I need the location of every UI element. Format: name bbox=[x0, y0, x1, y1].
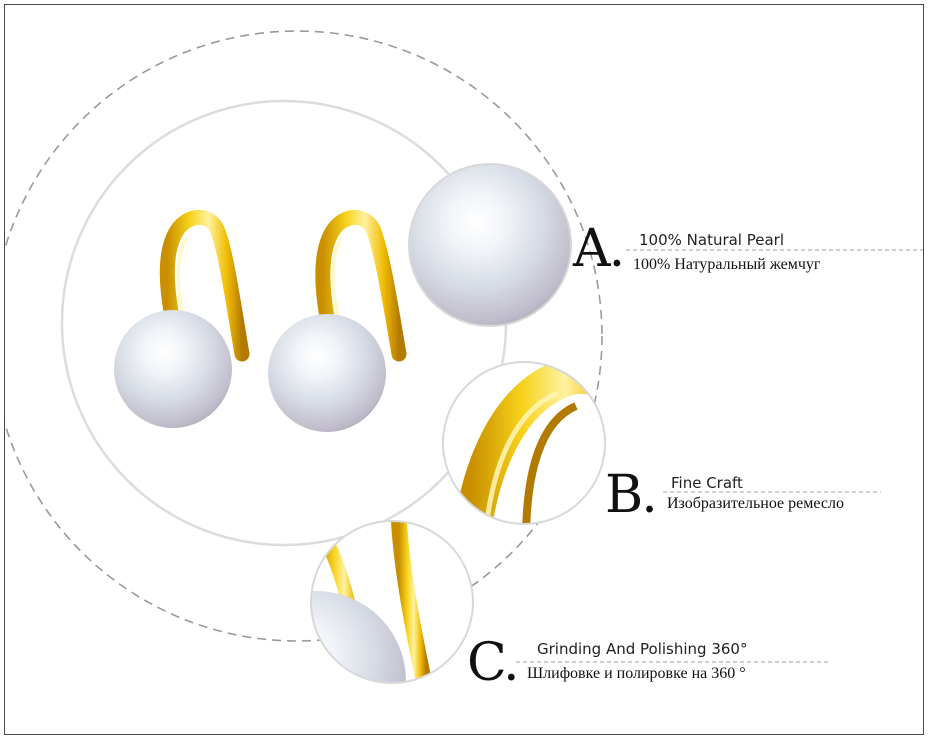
feature-title-en-a: 100% Natural Pearl bbox=[639, 231, 785, 249]
feature-letter-c: C. bbox=[467, 633, 519, 693]
hook-and-pearl-closeup bbox=[310, 520, 474, 684]
feature-letter-a: A. bbox=[573, 219, 625, 279]
product-feature-banner: A. 100% Natural Pearl 100% Натуральный ж… bbox=[4, 4, 924, 735]
inner-ring-circle bbox=[60, 99, 508, 547]
feature-letter-b: B. bbox=[605, 465, 658, 525]
feature-title-en-b: Fine Craft bbox=[671, 474, 743, 492]
feature-title-ru-b: Изобразительное ремесло bbox=[667, 495, 844, 512]
feature-title-ru-a: 100% Натуральный жемчуг bbox=[633, 256, 821, 273]
dashed-orbit-circle bbox=[5, 30, 603, 642]
hook-closeup bbox=[442, 361, 606, 525]
feature-title-en-c: Grinding And Polishing 360° bbox=[537, 640, 748, 658]
earring-right bbox=[268, 209, 407, 432]
product-illustration bbox=[5, 30, 923, 684]
earring-left bbox=[114, 209, 250, 428]
pearl-closeup bbox=[408, 163, 572, 327]
pearl-earrings-pair bbox=[114, 209, 407, 432]
feature-title-ru-c: Шлифовке и полировке на 360 ° bbox=[527, 665, 746, 682]
